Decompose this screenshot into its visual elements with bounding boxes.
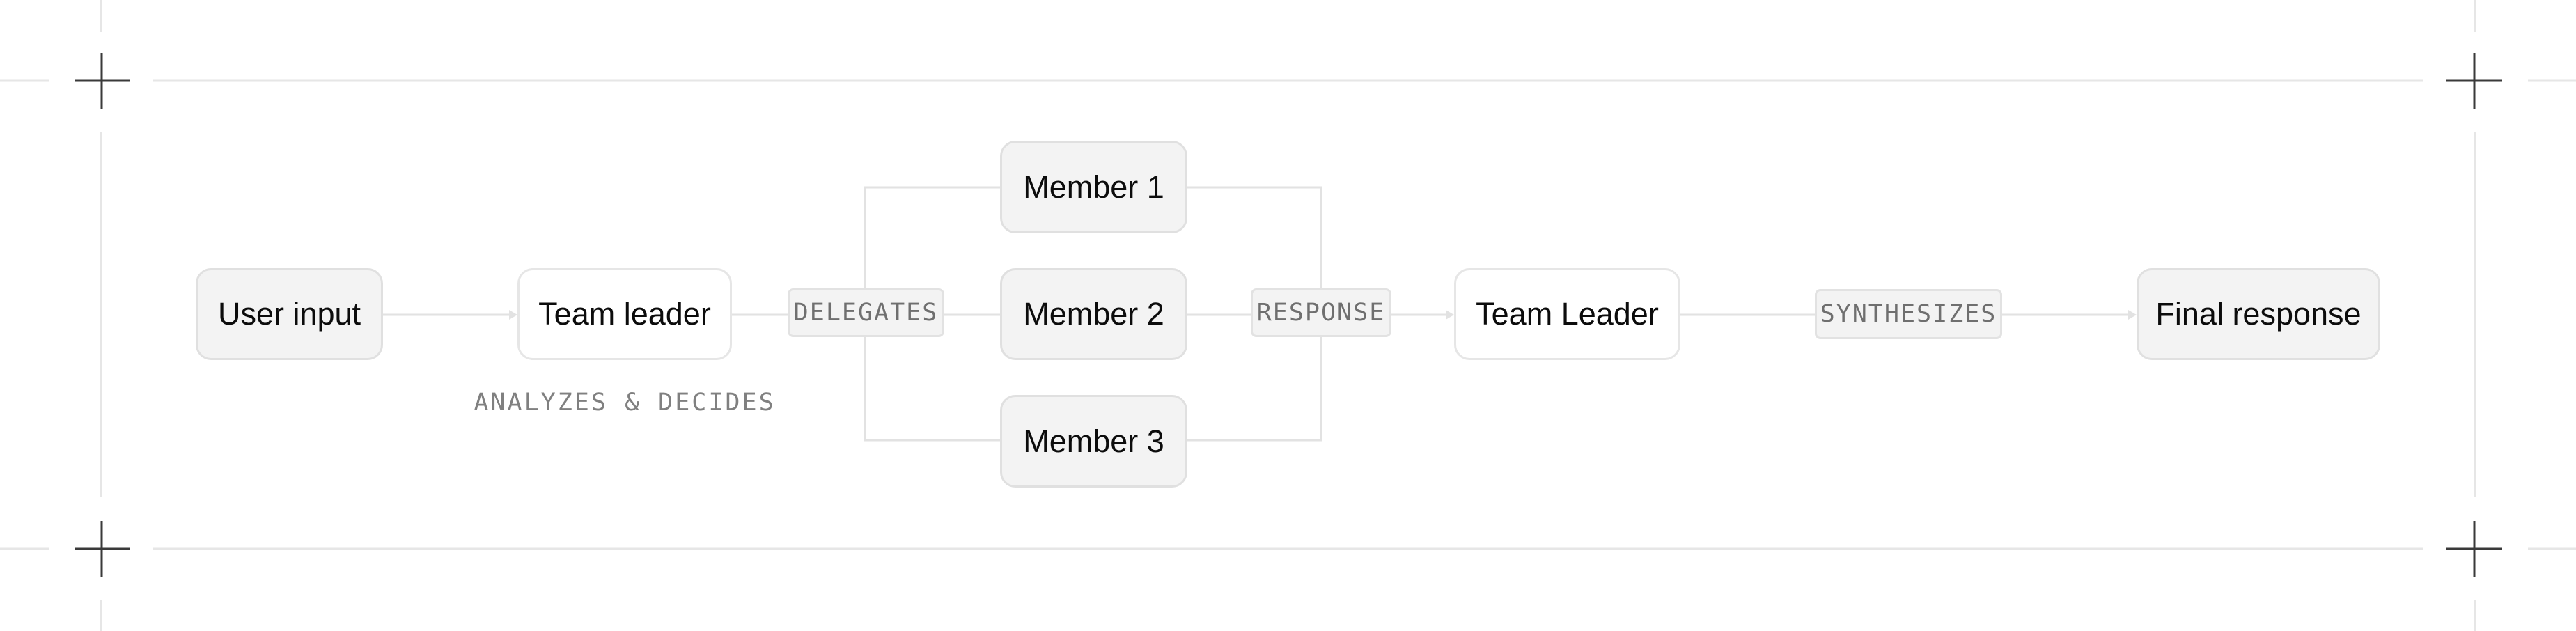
label-response: RESPONSE [1251,288,1391,337]
label-delegates: DELEGATES [788,288,944,337]
arrowheads [509,310,2137,320]
crosshair-icon [75,53,130,109]
node-member-1: Member 1 [1000,141,1187,233]
node-team-leader: Team leader [517,268,732,360]
node-member-2: Member 2 [1000,268,1187,360]
crosshair-icon [2446,53,2502,109]
arrowhead-icon [509,310,517,320]
node-final-response: Final response [2137,268,2380,360]
crosshair-icon [75,521,130,577]
node-member-3: Member 3 [1000,395,1187,488]
crosshair-icon [2446,521,2502,577]
node-team-leader-2: Team Leader [1454,268,1680,360]
caption-analyzes-decides: ANALYZES & DECIDES [474,389,776,416]
node-user-input: User input [196,268,383,360]
arrowhead-icon [1446,310,1454,320]
label-synthesizes: SYNTHESIZES [1815,289,2002,339]
arrowhead-icon [2128,310,2137,320]
crosshair-marks [75,53,2502,577]
